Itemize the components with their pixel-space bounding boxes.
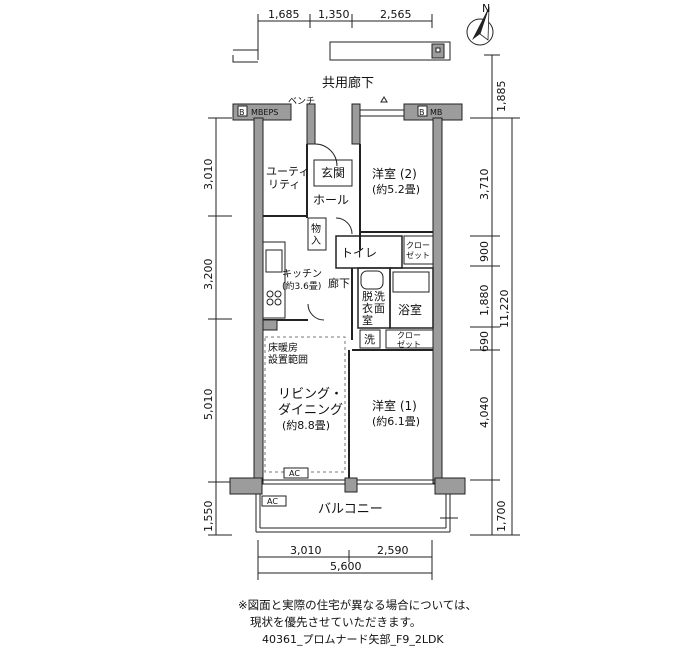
- dim-bottom-2: 2,590: [377, 544, 409, 557]
- dim-top-3: 2,565: [380, 8, 412, 21]
- dressing-label-1: 脱: [362, 289, 373, 303]
- living-size: (約8.8畳): [282, 418, 330, 432]
- utility-label-2: リティ: [268, 178, 300, 191]
- plan-code: 40361_プロムナード矢部_F9_2LDK: [262, 633, 444, 646]
- bath-label: 浴室: [398, 302, 422, 317]
- dim-right-1: 1,885: [495, 81, 508, 113]
- wash-label: 洗: [364, 333, 375, 346]
- dim-right-5: 690: [478, 331, 491, 352]
- compass-label: N: [482, 2, 490, 15]
- left-dimensions: 3,010 3,200 5,010 1,550: [202, 117, 232, 536]
- western1-name: 洋室 (1): [372, 398, 417, 413]
- floor-heating-1: 床暖房: [268, 341, 298, 354]
- kitchen-size: (約3.6畳): [282, 280, 321, 292]
- balcony-label: バルコニー: [318, 502, 383, 517]
- dim-right-3: 900: [478, 241, 491, 262]
- dim-right-6: 4,040: [478, 397, 491, 429]
- dim-left-3: 5,010: [202, 389, 215, 421]
- dressing-label-4: 面: [374, 302, 385, 315]
- common-corridor: 共用廊下: [322, 75, 374, 91]
- bench-label: ベンチ: [288, 96, 315, 107]
- upper-exterior: [232, 41, 451, 63]
- kitchen-name: キッチン: [282, 268, 322, 280]
- mb-label: MB: [430, 108, 442, 117]
- dressing-label-3: 衣: [362, 301, 373, 315]
- hall-label: ホール: [313, 193, 349, 207]
- dim-left-2: 3,200: [202, 259, 215, 291]
- disclaimer-note: ※図面と実際の住宅が異なる場合については、 現状を優先させていただきます。: [238, 597, 538, 631]
- dim-right-total: 11,220: [498, 290, 511, 329]
- dim-left-1: 3,010: [202, 159, 215, 191]
- dim-bottom-1: 3,010: [290, 544, 322, 557]
- western1-size: (約6.1畳): [372, 414, 420, 428]
- dim-right-2: 3,710: [478, 169, 491, 201]
- dim-right-4: 1,880: [478, 285, 491, 317]
- western2-name: 洋室 (2): [372, 166, 417, 181]
- dim-right-7: 1,700: [495, 501, 508, 533]
- balcony: [255, 494, 458, 533]
- right-dimensions: 1,885 3,710 900 1,880 690 4,040 1,700 11…: [470, 54, 520, 536]
- north-arrow-icon: N: [466, 2, 494, 46]
- bottom-dimensions: 3,010 2,590 5,600: [257, 540, 433, 580]
- floor-heating-2: 設置範囲: [268, 353, 308, 366]
- living-name-2: ダイニング: [278, 403, 343, 418]
- hallway-label: 廊下: [328, 276, 350, 290]
- disclaimer-line-1: ※図面と実際の住宅が異なる場合については、: [238, 598, 478, 612]
- disclaimer-line-2: 現状を優先させていただきます。: [250, 615, 422, 629]
- closet-lower-2: ゼット: [397, 339, 421, 349]
- storage-label-2: 入: [311, 236, 321, 247]
- dim-bottom-total: 5,600: [330, 560, 362, 573]
- ac-label-1: AC: [289, 469, 300, 478]
- dressing-label-5: 室: [362, 313, 373, 327]
- genkan-label: 玄関: [321, 165, 345, 180]
- storage-label-1: 物: [311, 222, 321, 235]
- ac-label-2: AC: [267, 497, 278, 506]
- dim-top-2: 1,350: [318, 8, 350, 21]
- dressing-label-2: 洗: [374, 290, 385, 303]
- dim-top-1: 1,685: [268, 8, 300, 21]
- closet-upper-2: ゼット: [406, 250, 430, 260]
- interior-walls: [262, 143, 435, 481]
- toilet-label: トイレ: [341, 246, 377, 260]
- b-mark-right: B: [419, 108, 425, 117]
- b-mark-left: B: [239, 108, 245, 117]
- dim-left-4: 1,550: [202, 501, 215, 533]
- utility-label-1: ユーティ: [266, 165, 309, 178]
- closet-upper-1: クロー: [406, 241, 430, 250]
- mbeps-label: MBEPS: [251, 108, 278, 117]
- closet-lower-1: クロー: [397, 331, 421, 340]
- living-name-1: リビング・: [278, 387, 343, 402]
- top-dimensions: 1,685 1,350 2,565: [257, 8, 433, 60]
- western2-size: (約5.2畳): [372, 182, 420, 196]
